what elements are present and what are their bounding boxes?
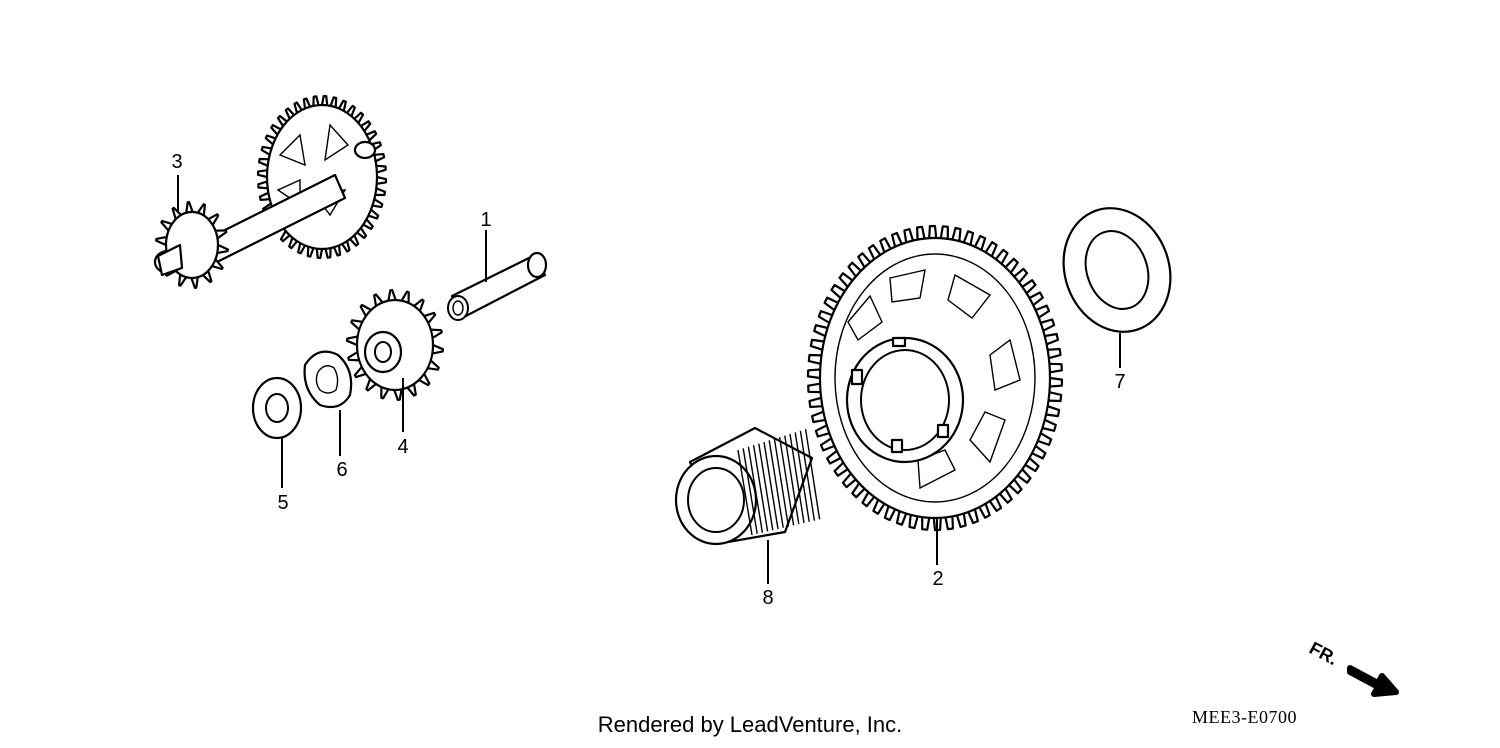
arrow-right-icon (1347, 665, 1399, 697)
part-3-gear-shaft[interactable] (153, 94, 388, 289)
callout-3: 3 (171, 151, 182, 173)
part-7-washer[interactable] (1047, 193, 1188, 347)
direction-label: FR. (1306, 638, 1341, 669)
callout-8: 8 (762, 587, 773, 609)
callout-4: 4 (397, 436, 408, 458)
footer-credit: Rendered by LeadVenture, Inc. (597, 712, 903, 737)
part-5-washer[interactable] (251, 376, 303, 440)
part-1-sleeve[interactable] (447, 251, 548, 321)
callout-6: 6 (336, 459, 347, 481)
diagram-code: MEE3-E0700 (1192, 707, 1297, 727)
part-2-large-gear[interactable] (806, 224, 1064, 532)
part-4-gear[interactable] (346, 289, 444, 401)
callout-5: 5 (277, 492, 288, 514)
callout-2: 2 (932, 568, 943, 590)
callout-1: 1 (480, 209, 491, 231)
part-8-needle-bearing[interactable] (674, 426, 821, 546)
callout-7: 7 (1114, 371, 1125, 393)
part-6-wave-washer[interactable] (303, 350, 353, 409)
leader-lines (177, 175, 1121, 584)
front-direction-indicator: FR. (1306, 638, 1399, 697)
